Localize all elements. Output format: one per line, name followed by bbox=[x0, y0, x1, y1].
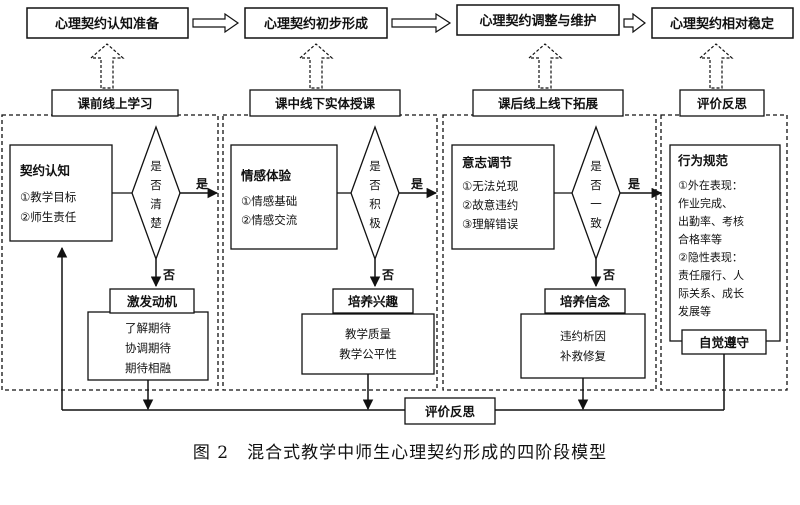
stage-1-result-title: 激发动机 bbox=[127, 294, 178, 309]
stage-3-content-title: 意志调节 bbox=[462, 155, 513, 170]
stage-4-item: 作业完成、 bbox=[678, 196, 733, 210]
stage-3-decision-char: 致 bbox=[590, 216, 602, 230]
stage-2-title-box: 心理契约初步形成 bbox=[244, 7, 388, 39]
stage-4-result: 自觉遵守 bbox=[681, 329, 767, 355]
four-stage-model-diagram: 心理契约认知准备 心理契约初步形成 心理契约调整与维护 心理契约相对稳定 课前线… bbox=[1, 4, 794, 425]
stage-1-content-title: 契约认知 bbox=[19, 163, 70, 178]
stage-3-decision-char: 否 bbox=[590, 178, 602, 192]
stage-4-item: 出勤率、考核 bbox=[678, 214, 744, 228]
stage-1-decision-char: 否 bbox=[150, 178, 162, 192]
phase-3-label: 课后线上线下拓展 bbox=[498, 96, 599, 111]
stage-3-content-box: 意志调节 ①无法兑现 ②故意违约 ③理解错误 bbox=[451, 144, 555, 250]
stage-1-content-box: 契约认知 ①教学目标 ②师生责任 bbox=[9, 144, 113, 242]
stage-2-content-box: 情感体验 ①情感基础 ②情感交流 bbox=[230, 144, 338, 250]
stage-4-result-title: 自觉遵守 bbox=[699, 335, 750, 350]
stage-2-decision: 是 否 积 极 bbox=[350, 125, 400, 261]
stage-4-content-title: 行为规范 bbox=[677, 153, 729, 168]
stage-4-item: ①外在表现： bbox=[678, 178, 743, 192]
stage-2-result-title: 培养兴趣 bbox=[348, 294, 399, 309]
stage-2-content-title: 情感体验 bbox=[241, 168, 292, 183]
hollow-arrow-right-icon bbox=[391, 12, 452, 34]
stage-1-result-item: 期待相融 bbox=[125, 361, 171, 375]
stage-2-decision-char: 是 bbox=[369, 159, 381, 173]
phase-4-label-box: 评价反思 bbox=[679, 89, 765, 117]
stage-3-item: ③理解错误 bbox=[462, 217, 519, 231]
stage-3-yes-label: 是 bbox=[627, 177, 641, 191]
stage-1-title-box: 心理契约认知准备 bbox=[26, 7, 189, 39]
hollow-arrow-right-icon bbox=[623, 12, 646, 34]
stage-3-title-box: 心理契约调整与维护 bbox=[456, 4, 620, 36]
stage-2-no-label: 否 bbox=[381, 268, 394, 282]
stage-1-result: 了解期待 协调期待 期待相融 激发动机 bbox=[87, 288, 209, 381]
stage-3-item: ②故意违约 bbox=[462, 198, 518, 212]
stage-3-no-label: 否 bbox=[602, 268, 615, 282]
stage-1-no-label: 否 bbox=[162, 268, 175, 282]
stage-1-decision-char: 清 bbox=[150, 197, 162, 211]
phase-2-label-box: 课中线下实体授课 bbox=[249, 89, 401, 117]
stage-3-title: 心理契约调整与维护 bbox=[479, 13, 596, 29]
stage-4-item: 合格率等 bbox=[678, 232, 722, 246]
stage-2-yes-label: 是 bbox=[410, 177, 424, 191]
stage-4-title: 心理契约相对稳定 bbox=[670, 16, 774, 32]
stage-2-result-item: 教学质量 bbox=[345, 327, 391, 341]
stage-4-item: ②隐性表现： bbox=[678, 250, 743, 264]
stage-4-item: 责任履行、人 bbox=[678, 269, 744, 282]
hollow-arrow-up-icon bbox=[298, 43, 334, 89]
hollow-arrow-up-icon bbox=[527, 43, 563, 89]
stage-3-result-item: 违约析因 bbox=[560, 329, 606, 343]
stage-3-decision-char: 一 bbox=[590, 197, 602, 211]
stage-2-title: 心理契约初步形成 bbox=[264, 16, 368, 32]
hollow-arrow-up-icon bbox=[698, 43, 734, 89]
phase-1-label-box: 课前线上学习 bbox=[51, 89, 179, 117]
stage-1-item: ①教学目标 bbox=[20, 190, 76, 204]
phase-3-label-box: 课后线上线下拓展 bbox=[472, 89, 624, 117]
stage-1-decision-char: 是 bbox=[150, 159, 162, 173]
stage-3-decision-char: 是 bbox=[590, 159, 602, 173]
stage-3-result: 违约析因 补救修复 培养信念 bbox=[520, 288, 646, 379]
stage-2-item: ①情感基础 bbox=[241, 194, 297, 208]
stage-2-result: 教学质量 教学公平性 培养兴趣 bbox=[301, 288, 435, 375]
stage-4-content-box: 行为规范 ①外在表现： 作业完成、 出勤率、考核 合格率等 ②隐性表现： 责任履… bbox=[669, 144, 781, 342]
stage-2-item: ②情感交流 bbox=[241, 213, 298, 227]
stage-1-yes-label: 是 bbox=[195, 177, 209, 191]
stage-2-decision-char: 否 bbox=[369, 178, 381, 192]
stage-2-decision-char: 积 bbox=[369, 197, 381, 211]
phase-4-label: 评价反思 bbox=[697, 96, 748, 111]
figure-caption: 图 2 混合式教学中师生心理契约形成的四阶段模型 bbox=[192, 443, 608, 463]
hollow-arrow-up-icon bbox=[89, 43, 125, 89]
stage-4-item: 际关系、成长 bbox=[678, 286, 744, 300]
stage-1-result-item: 了解期待 bbox=[125, 321, 171, 335]
phase-1-label: 课前线上学习 bbox=[77, 96, 152, 111]
feedback-box: 评价反思 bbox=[404, 397, 496, 425]
stage-1-decision: 是 否 清 楚 bbox=[131, 125, 181, 261]
stage-3-decision: 是 否 一 致 bbox=[571, 125, 621, 261]
hollow-arrow-right-icon bbox=[192, 12, 240, 34]
stage-2-decision-char: 极 bbox=[369, 216, 381, 230]
stage-3-result-item: 补救修复 bbox=[560, 349, 606, 363]
phase-2-label: 课中线下实体授课 bbox=[275, 96, 376, 111]
stage-1-result-item: 协调期待 bbox=[125, 341, 171, 355]
stage-3-item: ①无法兑现 bbox=[462, 179, 518, 193]
stage-4-item: 发展等 bbox=[678, 304, 711, 318]
stage-2-result-item: 教学公平性 bbox=[339, 347, 397, 361]
stage-1-item: ②师生责任 bbox=[20, 210, 77, 224]
stage-4-title-box: 心理契约相对稳定 bbox=[651, 7, 794, 39]
feedback-label: 评价反思 bbox=[425, 404, 476, 419]
stage-1-title: 心理契约认知准备 bbox=[55, 16, 160, 32]
stage-1-decision-char: 楚 bbox=[150, 216, 162, 230]
stage-3-result-title: 培养信念 bbox=[560, 294, 611, 309]
